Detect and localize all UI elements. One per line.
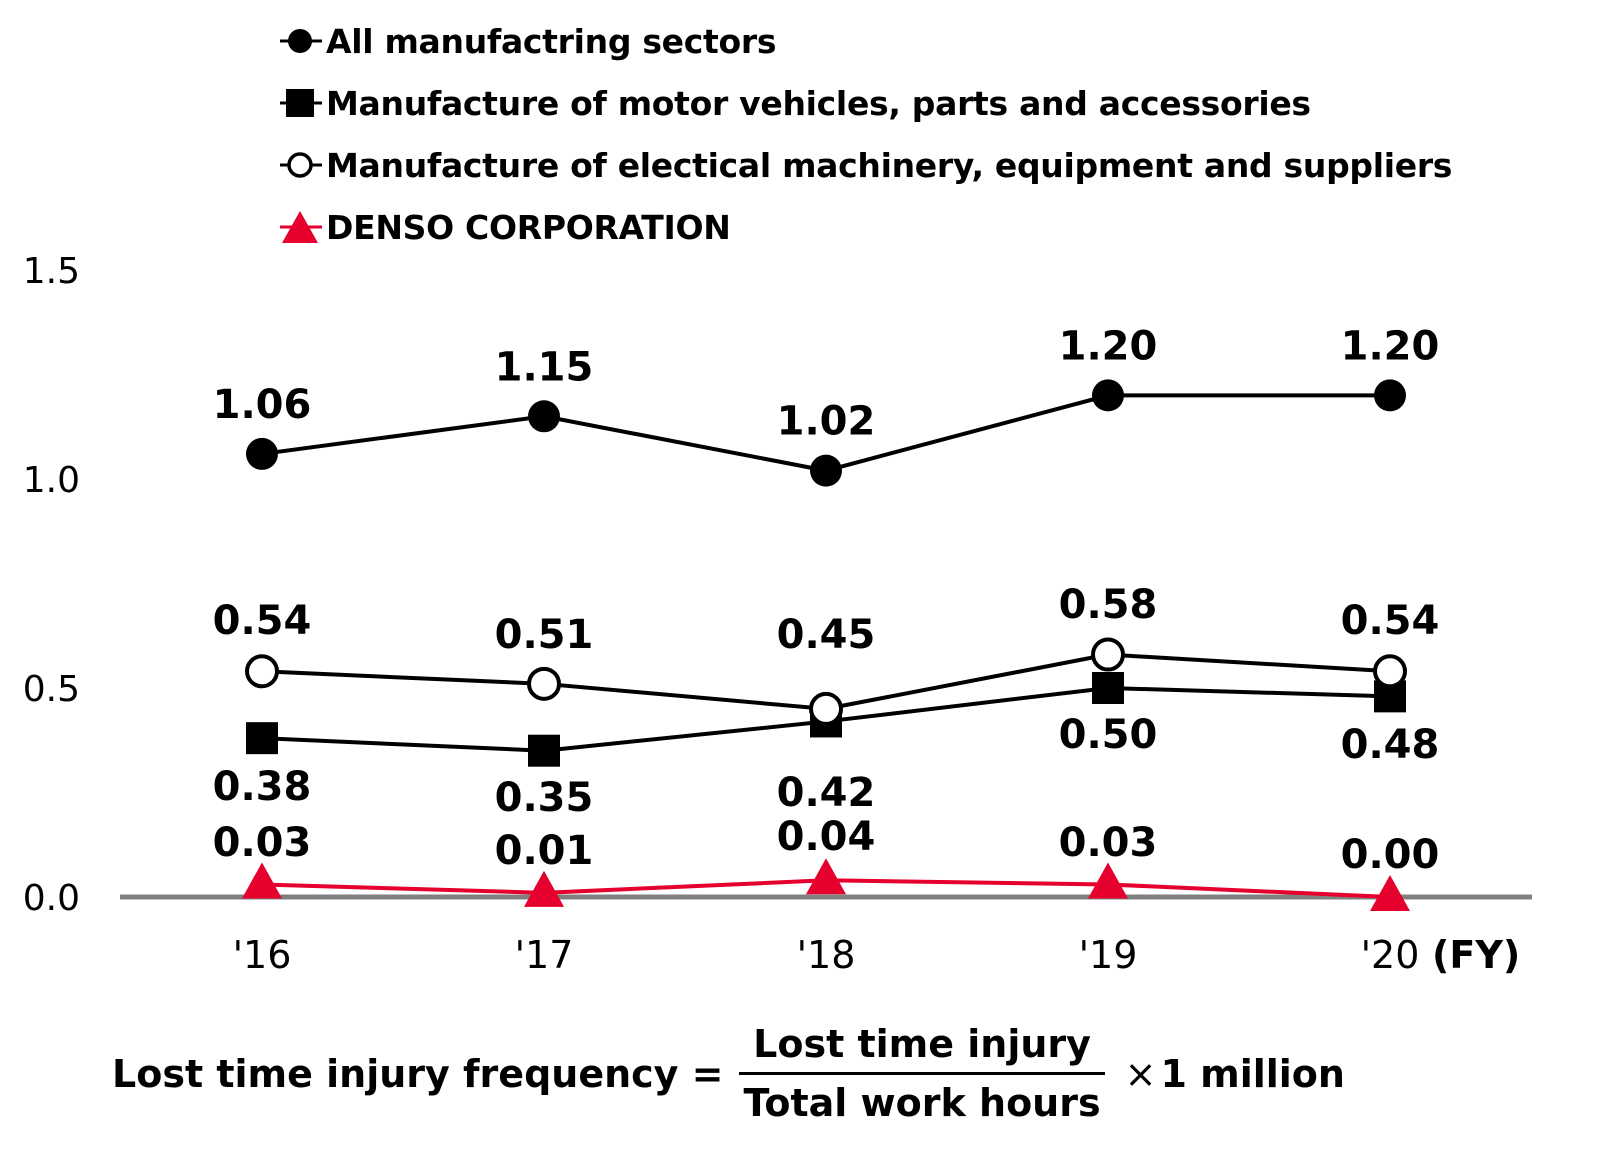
x-tick-label: '16: [233, 933, 292, 977]
legend-label: Manufacture of electical machinery, equi…: [326, 145, 1453, 185]
y-tick-label: 1.0: [23, 460, 80, 501]
y-tick-label: 0.0: [23, 878, 80, 919]
formula-multiplier: 1 million: [1160, 1051, 1345, 1096]
data-point: [1373, 654, 1407, 689]
data-label: 0.01: [495, 828, 594, 874]
data-label: 0.03: [1059, 820, 1158, 866]
data-point: [1091, 637, 1125, 672]
data-point: [524, 870, 564, 907]
data-label: 0.35: [495, 775, 594, 821]
data-label: 0.50: [1059, 712, 1158, 758]
data-point: [246, 722, 278, 755]
data-point: [1088, 862, 1128, 899]
legend-item-electrical-machinery: Manufacture of electical machinery, equi…: [280, 134, 1452, 196]
y-tick-label: 1.5: [23, 251, 80, 292]
data-label: 0.48: [1341, 722, 1440, 768]
data-point: [809, 691, 843, 726]
data-label: 1.20: [1341, 323, 1440, 369]
data-label: 0.04: [777, 814, 876, 860]
x-tick-label: '20: [1361, 933, 1420, 977]
filled-triangle-icon: [280, 211, 322, 243]
data-point: [1092, 379, 1124, 412]
data-point: [806, 858, 846, 895]
data-label: 0.54: [213, 598, 312, 644]
data-point: [528, 734, 560, 767]
x-tick-label: '19: [1079, 933, 1138, 977]
data-label: 0.54: [1341, 598, 1440, 644]
data-label: 1.15: [495, 344, 594, 390]
open-circle-icon: [280, 152, 322, 178]
legend-label: Manufacture of motor vehicles, parts and…: [326, 83, 1311, 123]
data-point: [527, 666, 561, 701]
data-point: [528, 400, 560, 433]
formula-times: ×: [1124, 1051, 1157, 1096]
data-point: [1370, 875, 1410, 911]
data-label: 0.38: [213, 764, 312, 810]
formula-denominator: Total work hours: [743, 1081, 1101, 1125]
data-label: 1.20: [1059, 323, 1158, 369]
y-tick-label: 0.5: [23, 669, 80, 710]
formula-lhs: Lost time injury frequency =: [112, 1051, 724, 1096]
legend-item-all-manufacturing: All manufactring sectors: [280, 10, 1452, 72]
x-unit-label: (FY): [1432, 933, 1520, 977]
filled-circle-icon: [280, 29, 322, 53]
data-label: 0.51: [495, 612, 594, 658]
filled-square-icon: [280, 89, 322, 117]
data-label: 0.45: [777, 612, 876, 658]
data-label: 1.06: [213, 382, 312, 428]
formula-fraction: Lost time injury Total work hours: [730, 1022, 1115, 1125]
x-tick-label: '17: [515, 933, 574, 977]
x-tick-label: '18: [797, 933, 856, 977]
legend-label: All manufactring sectors: [326, 21, 777, 61]
chart-legend: All manufactring sectors Manufacture of …: [280, 10, 1452, 258]
data-point: [1374, 379, 1406, 412]
data-label: 0.58: [1059, 582, 1158, 628]
legend-item-denso: DENSO CORPORATION: [280, 196, 1452, 258]
formula: Lost time injury frequency = Lost time i…: [112, 1022, 1345, 1125]
legend-label: DENSO CORPORATION: [326, 207, 731, 247]
data-label: 0.00: [1341, 832, 1440, 878]
data-point: [1092, 672, 1124, 704]
legend-item-motor-vehicles: Manufacture of motor vehicles, parts and…: [280, 72, 1452, 134]
data-label: 0.42: [777, 770, 876, 816]
data-point: [242, 862, 282, 899]
data-label: 1.02: [777, 399, 876, 445]
data-point: [810, 454, 842, 487]
data-point: [245, 654, 279, 689]
data-label: 0.03: [213, 820, 312, 866]
formula-numerator: Lost time injury: [739, 1022, 1105, 1075]
data-point: [246, 437, 278, 470]
